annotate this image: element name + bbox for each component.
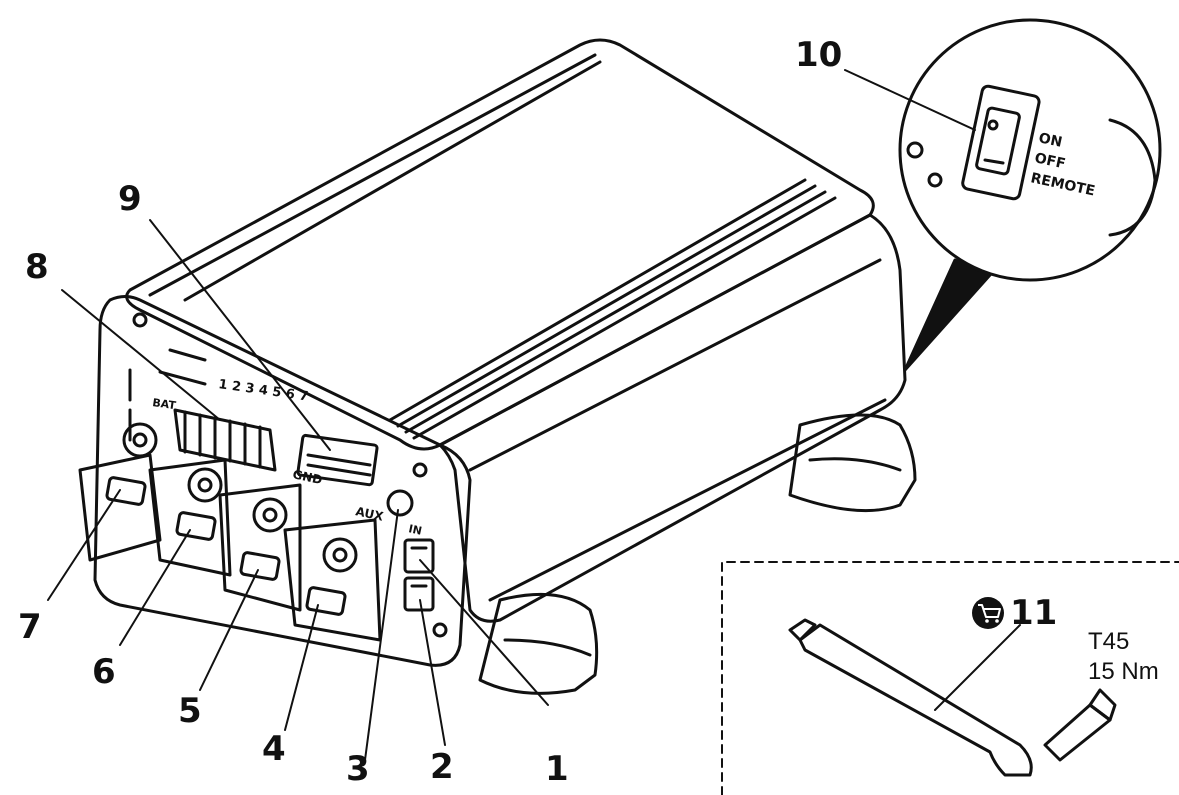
callout-11: 11 bbox=[1010, 593, 1058, 633]
port-numbers-label: 1 2 3 4 5 6 7 bbox=[217, 377, 309, 404]
front-panel bbox=[93, 295, 472, 667]
in-label: IN bbox=[407, 522, 423, 537]
connector-5 bbox=[218, 483, 302, 612]
aux-label: AUX bbox=[354, 504, 385, 524]
torx-key bbox=[788, 618, 1117, 777]
terminal-block bbox=[173, 408, 277, 472]
leader-lines bbox=[47, 69, 1021, 761]
connector-6 bbox=[148, 458, 232, 577]
mounting-foot-right bbox=[788, 413, 917, 513]
status-led bbox=[386, 489, 414, 517]
callout-10: 10 bbox=[795, 35, 843, 75]
switch-off-label: OFF bbox=[1033, 150, 1067, 172]
leader-11 bbox=[934, 624, 1021, 711]
switch-on-label: ON bbox=[1037, 130, 1063, 151]
switch-remote-label: REMOTE bbox=[1029, 170, 1096, 199]
mounting-foot-left bbox=[478, 592, 599, 695]
callout-4: 4 bbox=[262, 729, 286, 769]
tool-torque-label: 15 Nm bbox=[1088, 658, 1159, 685]
top-grooves bbox=[388, 178, 837, 440]
callout-3: 3 bbox=[346, 749, 370, 789]
callout-6: 6 bbox=[92, 652, 116, 692]
leader-3 bbox=[364, 509, 399, 761]
housing-top bbox=[125, 38, 875, 451]
housing-side bbox=[438, 213, 907, 623]
leader-7 bbox=[47, 489, 121, 601]
callout-5: 5 bbox=[178, 691, 202, 731]
dip-switch bbox=[296, 433, 379, 487]
leader-2 bbox=[419, 599, 446, 746]
callout-1: 1 bbox=[545, 749, 569, 789]
leader-4 bbox=[284, 604, 319, 731]
leader-6 bbox=[119, 529, 191, 646]
callout-8: 8 bbox=[25, 247, 49, 287]
accessory-box bbox=[721, 561, 1179, 795]
callout-2: 2 bbox=[430, 747, 454, 787]
leader-8 bbox=[61, 289, 221, 421]
gnd-label: GND bbox=[291, 467, 323, 487]
connector-7 bbox=[78, 422, 162, 562]
leader-9 bbox=[149, 219, 331, 451]
leader-1 bbox=[419, 559, 549, 706]
fuse-holders bbox=[403, 538, 435, 612]
tool-bit-label: T45 bbox=[1088, 628, 1130, 655]
switch-inset bbox=[898, 18, 1162, 372]
cart-icon bbox=[972, 597, 1004, 629]
leader-5 bbox=[199, 569, 259, 691]
callout-7: 7 bbox=[18, 607, 42, 647]
bat-label: BAT bbox=[152, 396, 178, 412]
callout-9: 9 bbox=[118, 179, 142, 219]
